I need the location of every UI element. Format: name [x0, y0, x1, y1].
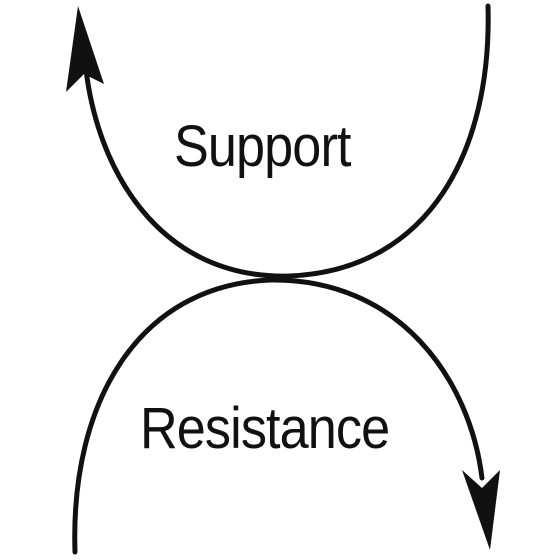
resistance-curve — [72, 277, 485, 555]
support-curve — [82, 3, 491, 279]
resistance-arrowhead-icon — [462, 470, 500, 550]
support-arrowhead-icon — [66, 6, 104, 92]
support-label: Support — [174, 114, 351, 179]
resistance-label: Resistance — [140, 396, 390, 461]
